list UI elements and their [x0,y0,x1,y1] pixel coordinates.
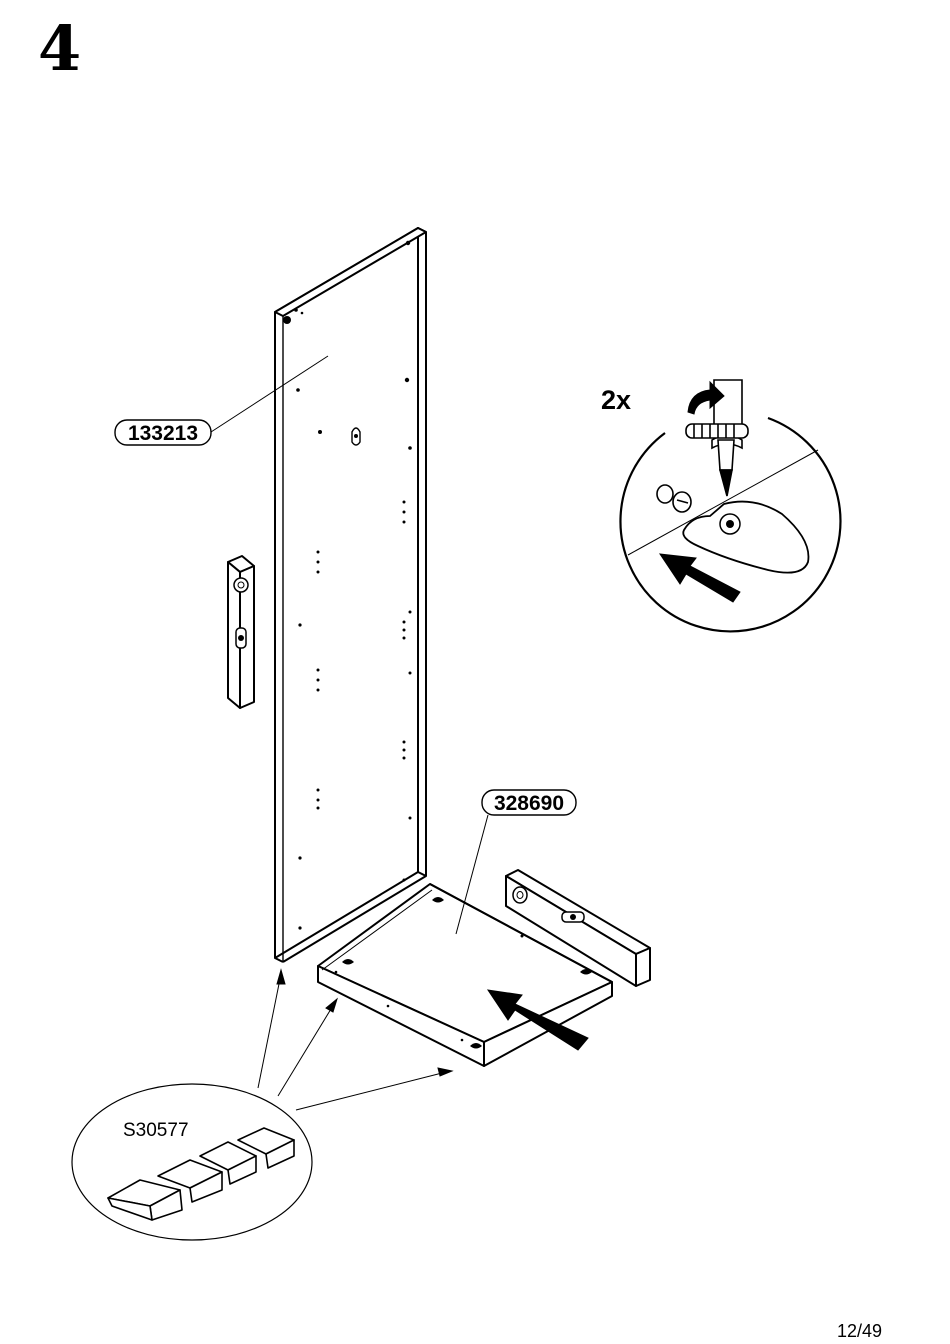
spirit-level-vertical [228,556,254,708]
quantity-label: 2x [601,385,631,415]
side-panel-part-number: 133213 [128,422,198,445]
detail-callout: 2x [601,380,840,631]
side-panel-drawing [275,228,426,962]
glides-bag: S30577 [72,1084,312,1240]
page-number: 12/49 [837,1321,882,1342]
glides-part-number: S30577 [123,1120,189,1141]
bottom-shelf-part-number: 328690 [494,792,564,815]
